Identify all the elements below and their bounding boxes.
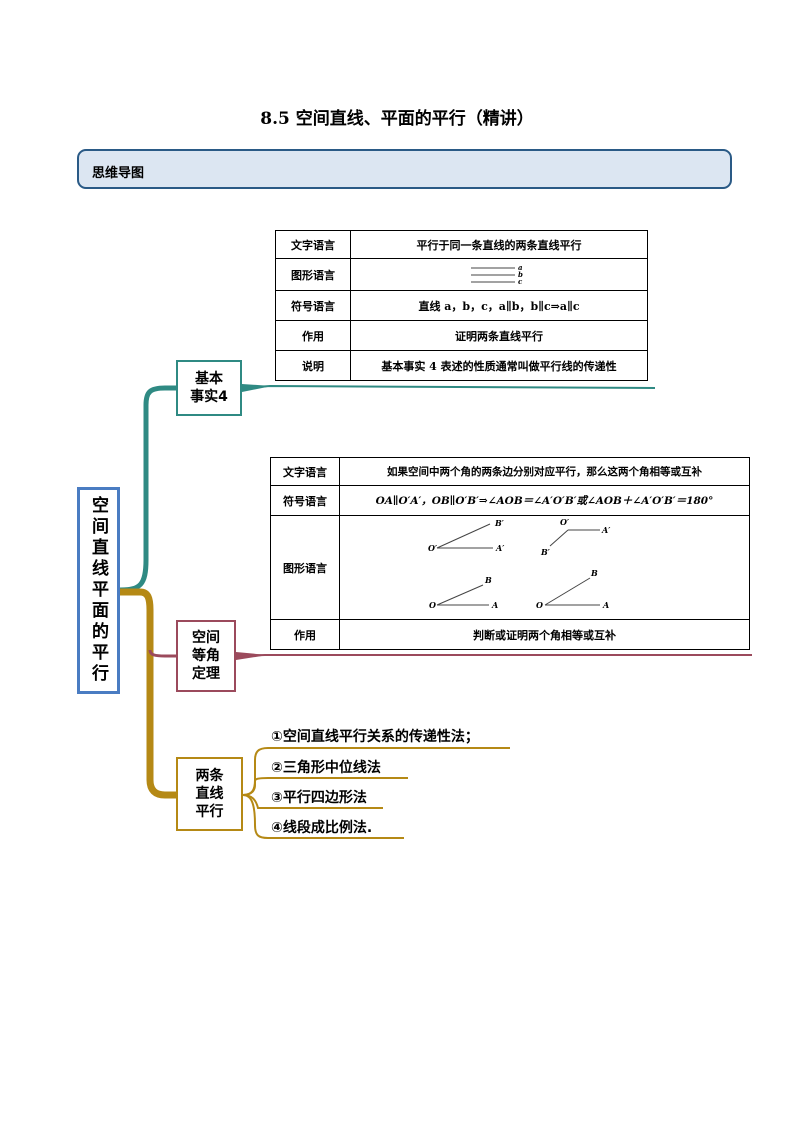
ray-o-b [436, 584, 483, 605]
label-a: a [518, 263, 523, 272]
fact4-table: 文字语言 平行于同一条直线的两条直线平行 图形语言 a b c 符号语言 直线 … [275, 230, 648, 381]
table-row: 图形语言 a b c [275, 258, 648, 291]
section-header: 思维导图 [77, 149, 732, 189]
table-key: 图形语言 [270, 515, 340, 620]
equal-angle-table: 文字语言 如果空间中两个角的两条边分别对应平行，那么这两个角相等或互补 符号语言… [270, 457, 750, 650]
table-key: 作用 [275, 320, 351, 351]
table-value: 如果空间中两个角的两条边分别对应平行，那么这两个角相等或互补 [339, 457, 750, 486]
node-fact4: 基本 事实4 [176, 360, 242, 416]
parallel-lines-figure: a b c [350, 258, 648, 291]
table-key: 图形语言 [275, 258, 351, 291]
table-row: 符号语言 OA∥O′A′，OB∥O′B′⇒∠AOB＝∠A′O′B′或∠AOB＋∠… [270, 485, 750, 516]
label-b: b [518, 270, 523, 279]
root-label: 空间直线平面的平行 [88, 496, 108, 685]
label-a-prime-2: A′ [601, 525, 611, 535]
ray-o-b-2 [544, 577, 590, 605]
label-c: c [518, 277, 523, 286]
table-value: OA∥O′A′，OB∥O′B′⇒∠AOB＝∠A′O′B′或∠AOB＋∠A′O′B… [339, 485, 750, 516]
table-row: 作用 证明两条直线平行 [275, 320, 648, 351]
method-item: ②三角形中位线法 [271, 760, 381, 776]
node-equal-angle: 空间 等角 定理 [176, 620, 236, 692]
method-item: ①空间直线平行关系的传递性法； [271, 729, 479, 745]
table-row: 图形语言 B′ A′ O′ O′ A′ B′ B A O [270, 515, 750, 620]
label-b-prime-2: B′ [540, 547, 551, 557]
label-o-2: O [536, 600, 543, 610]
label-b-2: B [590, 568, 598, 578]
table-value: 证明两条直线平行 [350, 320, 648, 351]
table-key: 说明 [275, 350, 351, 381]
table-row: 说明 基本事实 4 表述的性质通常叫做平行线的传递性 [275, 350, 648, 381]
connector-fact4-arrow [242, 384, 272, 392]
connector-trunk-gold [120, 588, 176, 799]
ray-o-prime-b-prime-2 [549, 529, 568, 546]
node-two-lines: 两条 直线 平行 [176, 757, 243, 831]
page-title: 8.5 空间直线、平面的平行（精讲） [260, 109, 534, 129]
section-header-label: 思维导图 [92, 166, 145, 181]
label-a-prime: A′ [495, 543, 505, 553]
method-item: ③平行四边形法 [271, 790, 367, 806]
label-b: B [484, 575, 492, 585]
table-row: 作用 判断或证明两个角相等或互补 [270, 619, 750, 650]
label-b-prime: B′ [494, 518, 505, 528]
label-o-prime-2: O′ [560, 518, 570, 527]
table-key: 作用 [270, 619, 340, 650]
ray-o-prime-b-prime [436, 523, 490, 548]
connector-fact4 [119, 385, 176, 593]
table-key: 文字语言 [275, 230, 351, 259]
table-row: 符号语言 直线 a，b，c，a∥b，b∥c⇒a∥c [275, 290, 648, 321]
connector-equal-angle-tail [235, 654, 752, 657]
table-row: 文字语言 平行于同一条直线的两条直线平行 [275, 230, 648, 259]
method-item: ④线段成比例法. [271, 820, 373, 836]
label-o-prime: O′ [428, 543, 438, 553]
table-value: 基本事实 4 表述的性质通常叫做平行线的传递性 [350, 350, 648, 381]
connector-equal-angle-arrow [236, 652, 268, 660]
label-a-2: A [602, 600, 609, 610]
label-a: A [491, 600, 498, 610]
table-key: 符号语言 [275, 290, 351, 321]
table-key: 文字语言 [270, 457, 340, 486]
connector-fact4-tail [241, 384, 656, 389]
table-value: 平行于同一条直线的两条直线平行 [350, 230, 648, 259]
angle-figures: B′ A′ O′ O′ A′ B′ B A O B A O [339, 515, 750, 620]
table-value: 判断或证明两个角相等或互补 [339, 619, 750, 650]
table-value: 直线 a，b，c，a∥b，b∥c⇒a∥c [350, 290, 648, 321]
connector-equal-angle [148, 649, 176, 658]
table-row: 文字语言 如果空间中两个角的两条边分别对应平行，那么这两个角相等或互补 [270, 457, 750, 486]
table-key: 符号语言 [270, 485, 340, 516]
label-o: O [429, 600, 436, 610]
root-node: 空间直线平面的平行 [77, 487, 120, 694]
